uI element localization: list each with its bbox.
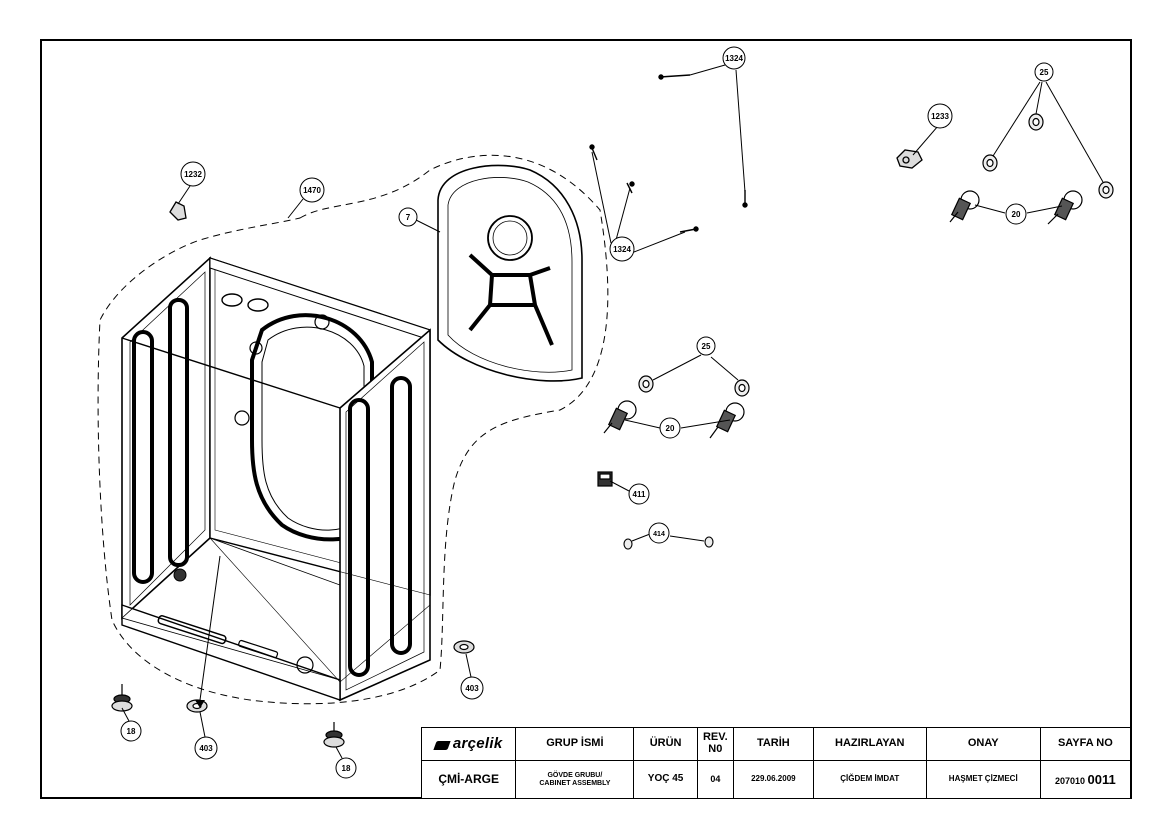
prepared-value: ÇİĞDEM İMDAT	[812, 760, 927, 799]
caps-414	[623, 536, 714, 550]
date-value: 229.06.2009	[732, 760, 814, 799]
callout-403-right-circle	[460, 676, 484, 700]
header-date: TARİH	[732, 727, 814, 761]
callout-balloons	[120, 46, 1054, 779]
callout-25-mid-circle	[696, 336, 716, 356]
pads-25-middle	[638, 375, 750, 397]
callout-7-circle	[398, 207, 418, 227]
callout-411: 411	[633, 490, 646, 499]
pads-25-top	[982, 113, 1114, 199]
header-rev: REV. N0	[696, 727, 734, 761]
callout-1233: 1233	[931, 112, 949, 121]
arcelik-logo: arçelik	[452, 735, 503, 753]
callout-1324-top: 1324	[725, 54, 743, 63]
page-value-suffix: 0011	[1087, 771, 1116, 787]
callout-1232-circle	[180, 161, 206, 187]
callout-403-bottom-circle	[194, 736, 218, 760]
screws-1324	[589, 74, 748, 233]
callout-25-mid: 25	[702, 342, 711, 351]
callout-1232: 1232	[184, 170, 202, 179]
callout-1324-mid-circle	[609, 236, 635, 262]
header-group: GRUP İSMİ	[515, 727, 635, 761]
callout-414-circle	[648, 522, 670, 544]
callout-18-left-circle	[120, 720, 142, 742]
callout-labels: 1324 1324 25 1233 1232 1470 7 20 25 20 4…	[127, 54, 1049, 773]
arcelik-logo-mark-icon	[433, 740, 451, 750]
callout-7: 7	[406, 213, 411, 222]
header-rev-line1: REV.	[702, 731, 728, 744]
callout-18-right: 18	[342, 764, 351, 773]
group-value-line1: GÖVDE GRUBU/	[547, 772, 603, 780]
page-value-prefix: 207010	[1054, 775, 1086, 786]
arrow-head	[195, 700, 205, 708]
header-page: SAYFA NO	[1039, 727, 1132, 761]
clip-1233	[896, 149, 923, 169]
callout-403-bottom: 403	[199, 744, 213, 753]
product-value: YOÇ 45	[633, 760, 698, 799]
page-value: 207010 0011	[1039, 760, 1132, 799]
callout-403-right: 403	[465, 684, 479, 693]
callout-1470-circle	[299, 177, 325, 203]
callout-1233-circle	[927, 103, 953, 129]
callout-20-mid-circle	[659, 417, 681, 439]
title-block: arçelik GRUP İSMİ ÜRÜN REV. N0 TARİH HAZ…	[420, 727, 1132, 799]
callout-1470: 1470	[303, 186, 321, 195]
callout-1324-top-circle	[722, 46, 746, 70]
back-cover-panel	[437, 164, 583, 382]
logo-cell: arçelik	[420, 727, 517, 761]
callout-18-right-circle	[335, 757, 357, 779]
cabinet-body	[121, 256, 431, 702]
part-411	[597, 471, 613, 487]
header-prepared: HAZIRLAYAN	[812, 727, 927, 761]
callout-25-top: 25	[1040, 68, 1049, 77]
header-product: ÜRÜN	[633, 727, 698, 761]
approved-value: HAŞMET ÇİZMECİ	[925, 760, 1041, 799]
callout-411-circle	[628, 483, 650, 505]
clip-1232	[169, 201, 187, 221]
callout-20-mid: 20	[666, 424, 675, 433]
group-value: GÖVDE GRUBU/ CABINET ASSEMBLY	[515, 760, 635, 799]
callout-20-top-circle	[1005, 203, 1027, 225]
header-approved: ONAY	[925, 727, 1041, 761]
callout-414: 414	[653, 531, 665, 538]
group-value-line2: CABINET ASSEMBLY	[539, 779, 611, 787]
header-rev-line2: N0	[708, 743, 723, 755]
rev-value: 04	[696, 760, 734, 799]
callout-18-left: 18	[127, 727, 136, 736]
leader-lines	[121, 64, 1104, 759]
feet-18	[111, 684, 345, 748]
callout-1324-mid: 1324	[613, 245, 631, 254]
department-value: ÇMİ-ARGE	[420, 760, 517, 799]
callout-20-top: 20	[1012, 210, 1021, 219]
callout-25-top-circle	[1034, 62, 1054, 82]
